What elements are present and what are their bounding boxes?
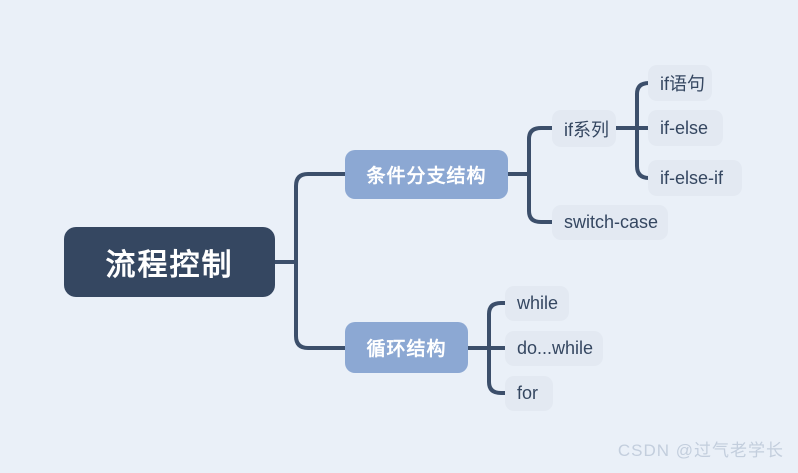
connector-root-to-loop <box>294 260 347 350</box>
watermark-text: CSDN @过气老学长 <box>617 441 784 460</box>
mindmap-node-for[interactable]: for <box>505 376 553 411</box>
mindmap-node-conditional-structure[interactable]: 条件分支结构 <box>345 150 508 199</box>
mindmap-node-if-series[interactable]: if系列 <box>552 110 616 147</box>
mindmap-node-loop-structure[interactable]: 循环结构 <box>345 322 468 373</box>
mindmap-node-root[interactable]: 流程控制 <box>64 227 275 297</box>
mindmap-node-switch-case[interactable]: switch-case <box>552 205 668 240</box>
mindmap-node-if-else[interactable]: if-else <box>648 110 723 146</box>
mindmap-node-do-while[interactable]: do...while <box>505 331 603 366</box>
mindmap-node-if-statement[interactable]: if语句 <box>648 65 712 101</box>
mindmap-node-if-else-if[interactable]: if-else-if <box>648 160 742 196</box>
connector-conditional-to-if-series <box>527 126 554 176</box>
connector-conditional-to-switch-case <box>527 172 554 224</box>
mindmap-node-while[interactable]: while <box>505 286 569 321</box>
connector-root-to-conditional <box>294 172 347 264</box>
